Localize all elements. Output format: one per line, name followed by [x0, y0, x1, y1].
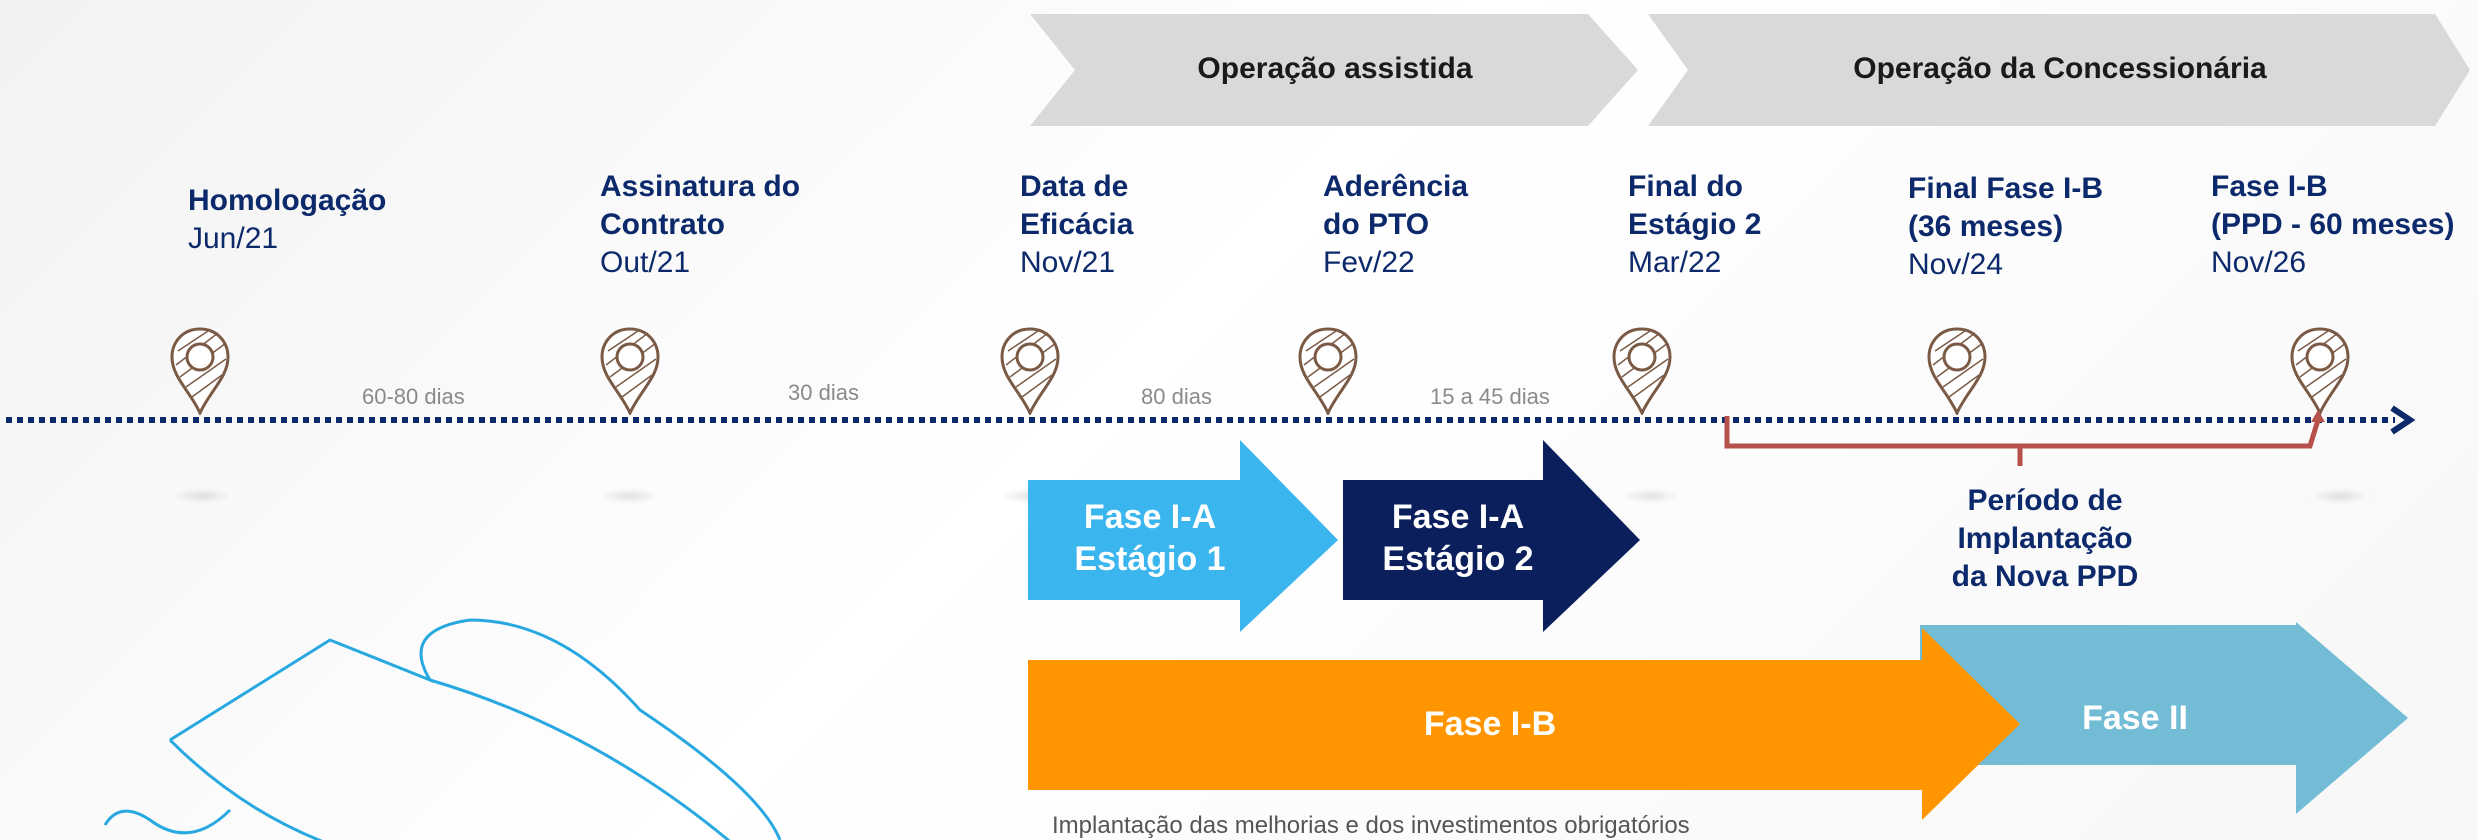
milestone-assinatura: Assinatura do Contrato Out/21 — [600, 168, 800, 282]
interval-label: 15 a 45 dias — [1430, 384, 1550, 409]
arrow-fase-2 — [1920, 622, 2408, 814]
milestone-fase1b-ppd: Fase I-B (PPD - 60 meses) Nov/26 — [2211, 168, 2454, 282]
milestone-title: Fase I-B (PPD - 60 meses) — [2211, 170, 2455, 241]
milestone-eficacia: Data de Eficácia Nov/21 — [1020, 168, 1133, 282]
milestone-title: Data de Eficácia — [1020, 170, 1134, 241]
operation-bands — [1030, 14, 2470, 126]
milestone-title: Assinatura do Contrato — [600, 170, 801, 241]
periodo-bracket — [1724, 410, 2325, 466]
band-label-concessionaria: Operação da Concessionária — [1853, 52, 2267, 85]
timeline-axis — [6, 405, 2416, 435]
map-pin-icon — [170, 327, 230, 415]
pin-shadow — [172, 488, 232, 504]
map-pin-icon — [1927, 327, 1987, 415]
milestone-date: Fev/22 — [1323, 246, 1415, 279]
milestone-date: Nov/24 — [1908, 248, 2004, 281]
pin-shadow — [2310, 488, 2370, 504]
timeline-arrowhead — [2390, 405, 2416, 435]
note-text: Implantação das melhorias e dos investim… — [1052, 812, 1690, 839]
milestone-title: Aderência do PTO — [1323, 170, 1469, 241]
arrow-fase-1a-estagio2 — [1343, 440, 1640, 632]
periodo-label: Período de Implantação da Nova PPD — [1951, 484, 2139, 593]
band-label-assistida: Operação assistida — [1197, 52, 1473, 85]
milestone-date: Mar/22 — [1628, 246, 1722, 279]
phase-label-1a-estagio1: Fase I-A Estágio 1 — [1074, 498, 1226, 578]
milestone-date: Nov/21 — [1020, 246, 1116, 279]
phase-label-2: Fase II — [2082, 699, 2188, 737]
milestone-title: Final do Estágio 2 — [1628, 170, 1762, 241]
phase-label-1b: Fase I-B — [1423, 705, 1557, 743]
milestone-date: Nov/26 — [2211, 246, 2307, 279]
arrow-fase-1a-estagio1 — [1028, 440, 1338, 632]
milestone-title: Final Fase I-B (36 meses) — [1908, 172, 2104, 243]
map-pin-icon — [600, 327, 660, 415]
interval-label: 30 dias — [788, 380, 859, 405]
map-pin-icon — [1612, 327, 1672, 415]
phase-arrows — [1028, 440, 2408, 820]
interval-label: 60-80 dias — [362, 384, 465, 409]
decorative-curves — [103, 618, 782, 840]
band-operacao-assistida — [1030, 14, 1638, 126]
map-pin-icon — [2290, 327, 2350, 415]
milestone-title: Homologação — [188, 184, 387, 217]
milestone-aderencia: Aderência do PTO Fev/22 — [1323, 168, 1468, 282]
map-pin-icon — [1000, 327, 1060, 415]
milestone-final-estagio2: Final do Estágio 2 Mar/22 — [1628, 168, 1761, 282]
pin-shadow — [600, 488, 660, 504]
map-pin-icon — [1298, 327, 1358, 415]
arrow-fase-1b — [1028, 628, 2020, 820]
band-operacao-concessionaria — [1648, 14, 2470, 126]
milestone-homologacao: Homologação Jun/21 — [188, 182, 386, 258]
milestone-date: Out/21 — [600, 246, 691, 279]
phase-label-1a-estagio2: Fase I-A Estágio 2 — [1382, 498, 1534, 578]
milestone-date: Jun/21 — [188, 222, 279, 255]
interval-label: 80 dias — [1141, 384, 1212, 409]
pin-shadow — [1620, 488, 1680, 504]
milestone-final-fase1b: Final Fase I-B (36 meses) Nov/24 — [1908, 170, 2103, 284]
